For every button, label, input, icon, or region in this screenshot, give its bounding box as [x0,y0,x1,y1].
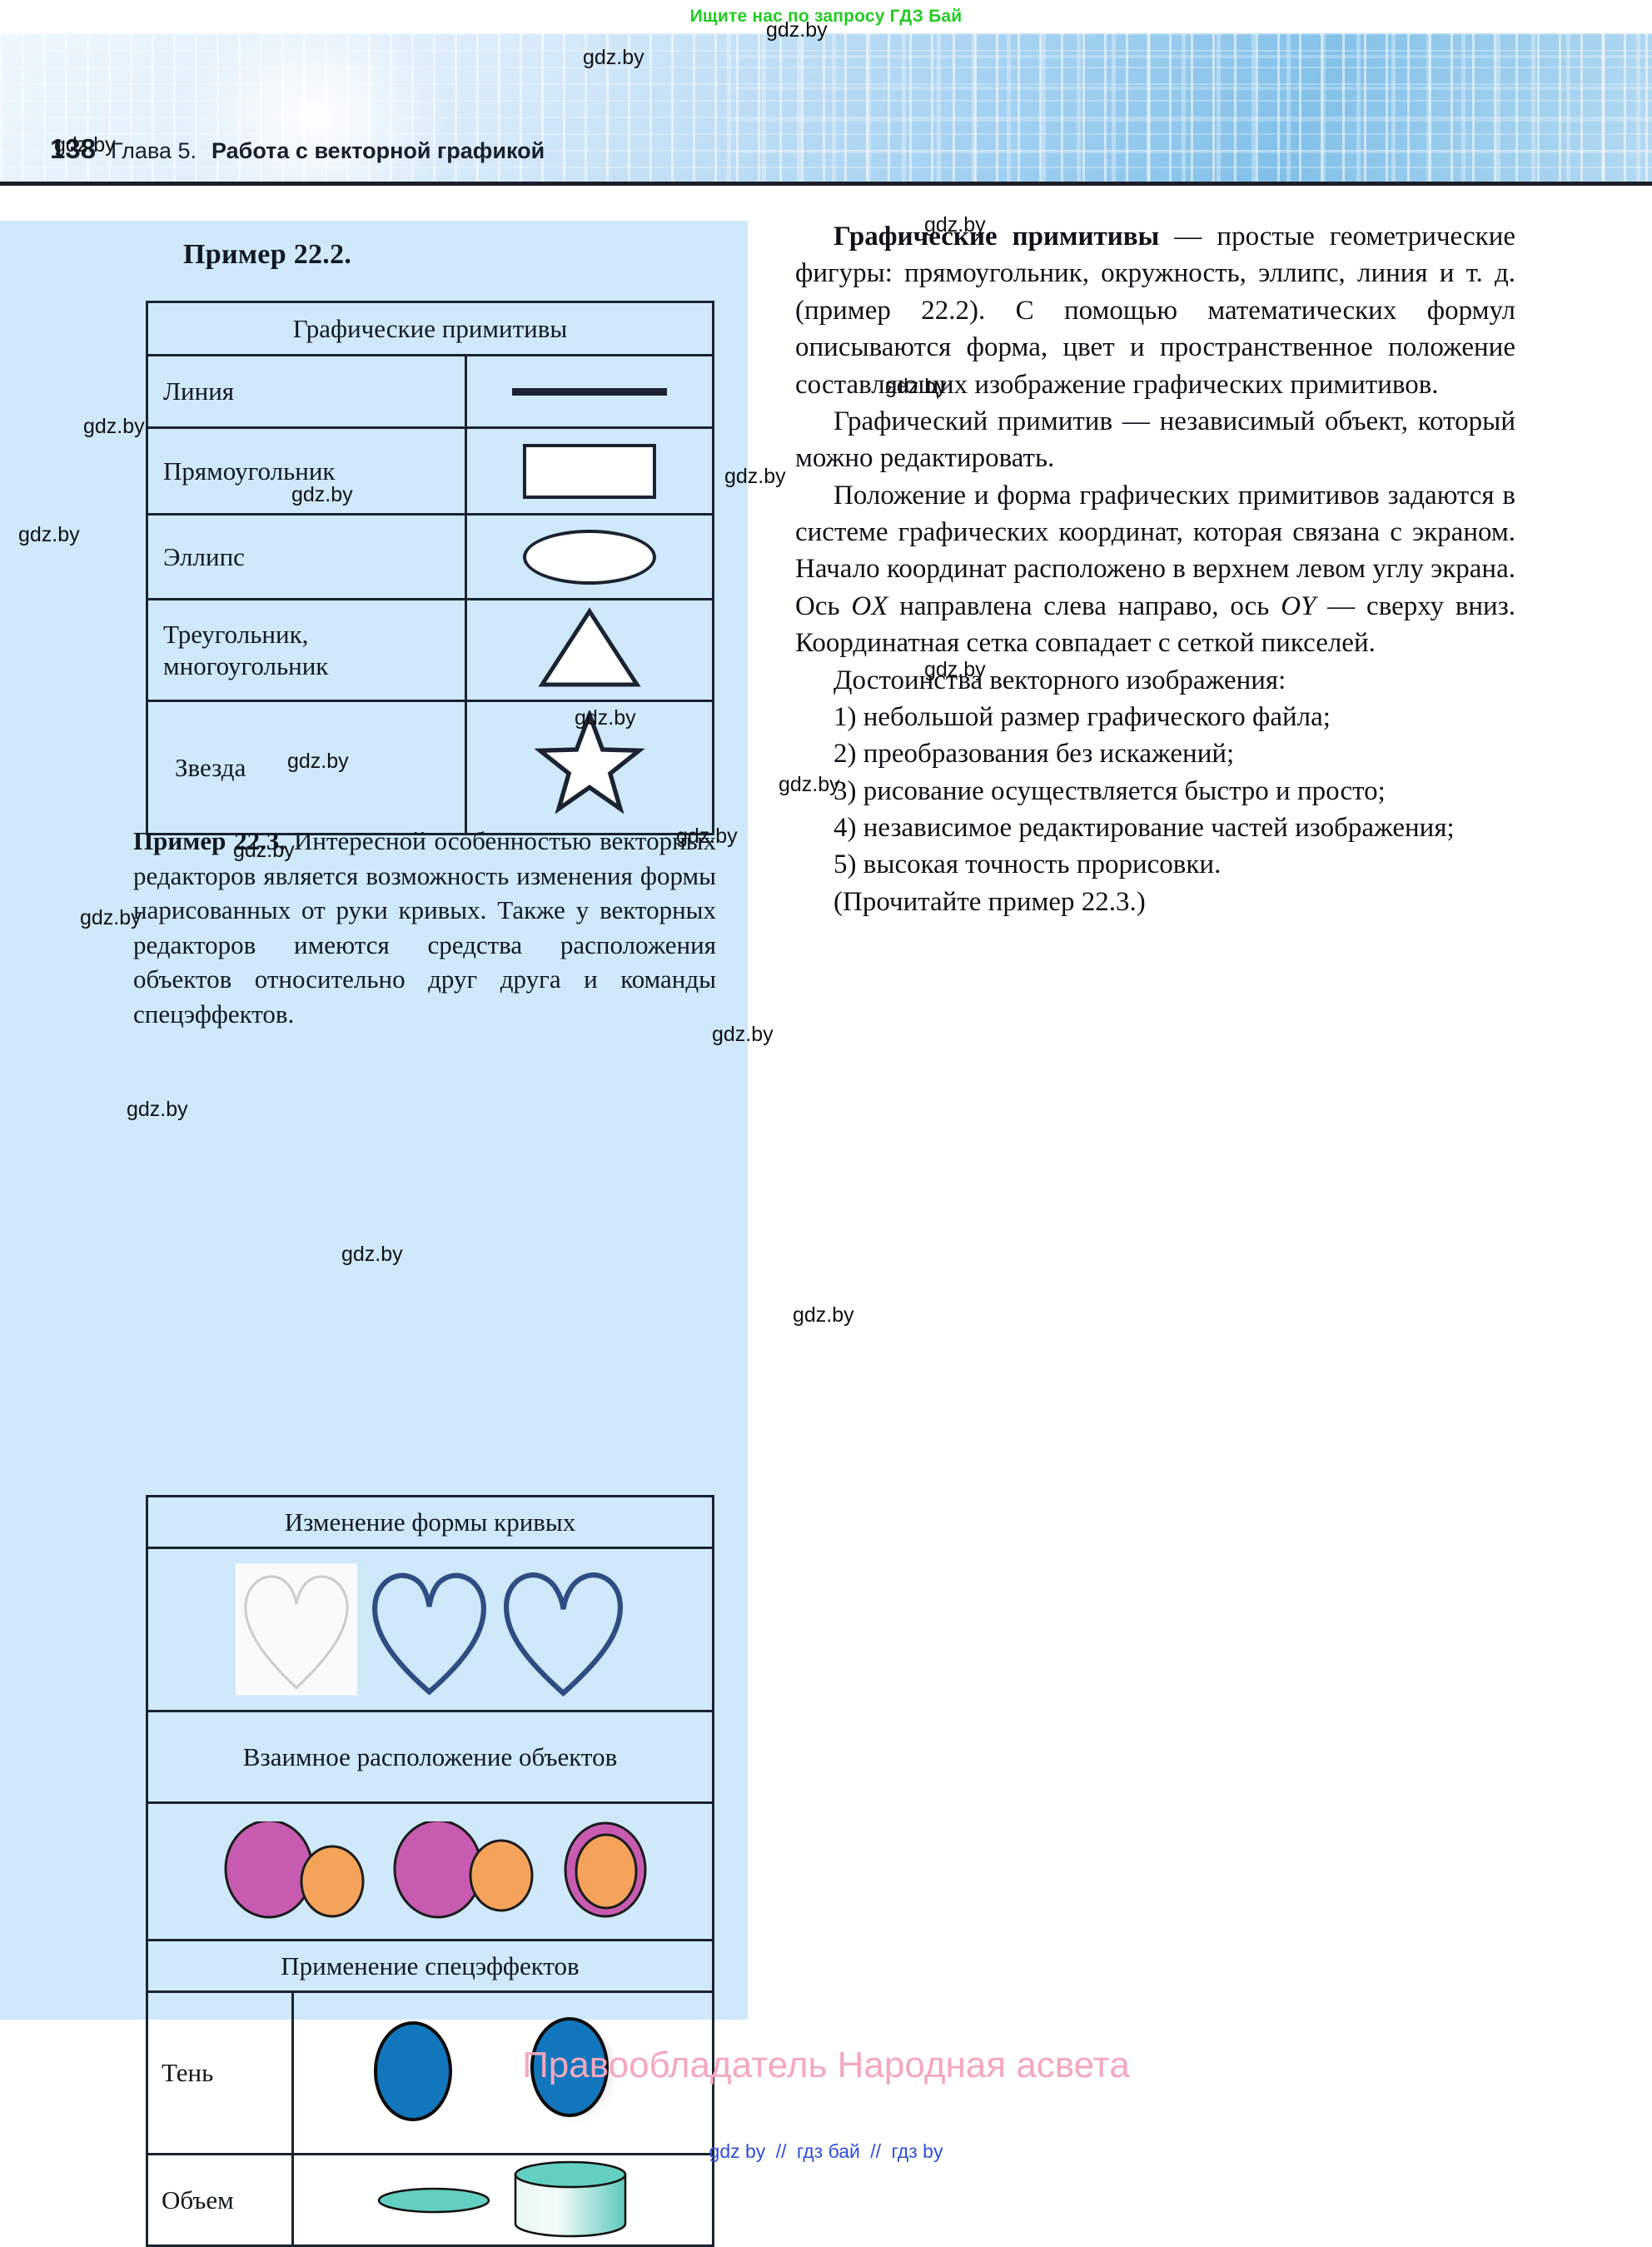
star-shape [534,708,645,815]
promo-text: Ищите нас по запросу ГДЗ Бай [689,7,963,26]
primitive-label-line: Линия [146,354,467,429]
page-number: 138 [50,133,97,164]
line-shape-cell [465,354,714,429]
effect-label-shadow: Тень [146,1990,294,2155]
circuit-board-texture-right [726,33,1652,185]
advantage-item-3: 3) рисование осуществляется быстро и про… [833,775,1386,806]
circles-figure-cell [146,1801,714,1941]
table-row [146,1547,714,1712]
footer-separator-1: // [775,2140,787,2162]
circle-with-shadow-icon [530,2017,620,2127]
advantage-item-4: 4) независимое редактирование частей изо… [833,813,1455,843]
paragraph-0-text: — простые геометрические фигуры: прямоуг… [795,222,1515,400]
triangle-shape-cell [465,598,714,702]
advantage-item-2: 2) преобразования без искажений; [833,739,1235,770]
watermark-19: gdz.by [793,1303,854,1327]
copyright-notice: Правообладатель Народная асвета [522,2045,1130,2085]
table-row-header: Применение спецэффектов [146,1939,714,1993]
example-22-3-label: Пример 22.3. [133,826,286,855]
table-row: Звезда [146,700,714,835]
example-22-3-paragraph: Пример 22.3. Интересной особенностью век… [133,824,716,1031]
footer-link-2[interactable]: гдз бай [796,2140,860,2162]
effects-header-curves: Изменение формы кривых [146,1495,714,1549]
chapter-label: Глава 5. [111,138,197,163]
heart-shape-1-icon [371,1572,486,1696]
table-row [146,1801,714,1941]
table-row: Эллипс [146,513,714,600]
advantage-item-5: 5) высокая точность прорисовки. [833,849,1222,880]
polygon-label-line2: многоугольник [163,650,329,680]
header-divider-rule [0,182,1652,186]
volume-figure-cell [291,2153,714,2247]
page-title: Работа с векторной графикой [211,138,545,163]
footer-separator-2: // [870,2140,882,2162]
paragraph-independent-object: Графический примитив — независимый объек… [795,406,1515,474]
primitive-label-rectangle: Прямоугольник [146,426,467,516]
rectangle-shape [523,443,656,499]
ellipse-shape-cell [465,513,714,600]
footer-link-3[interactable]: гдз by [891,2140,943,2162]
graphic-primitives-table: Графические примитивы Линия Прямоугольни… [146,301,714,835]
footer-links: gdz by // гдз бай // гдз by [0,2140,1652,2163]
footer-link-1[interactable]: gdz by [709,2140,766,2162]
table-row-header: Графические примитивы [146,301,714,356]
flat-ellipse-icon [377,2187,490,2213]
paragraph-advantages-intro: Достоинства векторного изображения: [833,665,1286,695]
triangle-shape [538,607,641,687]
line-shape [512,387,667,396]
table-row: Линия [146,354,714,429]
primitive-label-polygon: Треугольник, многоугольник [146,598,467,702]
right-column: Графические примитивы — простые геометри… [795,218,1515,920]
primitive-label-star: Звезда [146,700,467,835]
left-column: Пример 22.2. Графические примитивы Линия… [0,221,748,2247]
circle-no-shadow-icon [374,2021,452,2121]
shadow-figure-cell [291,1990,714,2155]
star-shape-cell [465,700,714,835]
banner-highlight [182,33,446,185]
example-22-2-title: Пример 22.2. [183,239,352,270]
table-row: Тень [146,1990,714,2155]
effects-header-arrangement: Взаимное расположение объектов [146,1710,714,1804]
circles-arrangement-touching [393,1821,534,1919]
example-22-3-text: Интересной особенностью векторных редакт… [133,826,716,1029]
axis-ox-label: OX [851,590,888,621]
polygon-label-line1: Треугольник, [163,619,309,649]
cylinder-3d-icon [514,2160,626,2237]
table-row: Прямоугольник [146,426,714,516]
axis-oy-label: OY [1281,590,1316,621]
table-row-header: Взаимное расположение объектов [146,1710,714,1804]
primitive-label-ellipse: Эллипс [146,513,467,600]
effect-label-volume: Объем [146,2153,294,2247]
table-row-header: Изменение формы кривых [146,1495,714,1549]
table-row: Объем [146,2153,714,2247]
circles-arrangement-apart [224,1821,365,1919]
table-row: Треугольник, многоугольник [146,598,714,702]
heart-shape-2-icon [503,1572,623,1696]
rectangle-shape-cell [465,426,714,516]
effects-table: Изменение формы кривых В [146,1495,714,2247]
hand-drawn-heart-icon [235,1563,357,1696]
paragraph-coordinates: Положение и форма графических примитивов… [795,480,1516,659]
effects-header-specials: Применение спецэффектов [146,1939,714,1993]
paragraph-read-example: (Прочитайте пример 22.3.) [833,886,1146,917]
term-graphic-primitives: Графические примитивы [833,222,1160,252]
advantage-item-1: 1) небольшой размер графического файла; [833,701,1331,732]
page-header: 138 Глава 5. Работа с векторной графикой [50,133,545,165]
promo-bar: Ищите нас по запросу ГДЗ Бай [0,0,1652,33]
header-banner [0,33,1652,185]
ellipse-shape [523,529,656,585]
circles-arrangement-nested [564,1821,647,1918]
paragraph-definition-primitives: Графические примитивы — простые геометри… [795,218,1515,403]
primitives-table-header: Графические примитивы [146,301,714,356]
hearts-figure-cell [146,1547,714,1712]
